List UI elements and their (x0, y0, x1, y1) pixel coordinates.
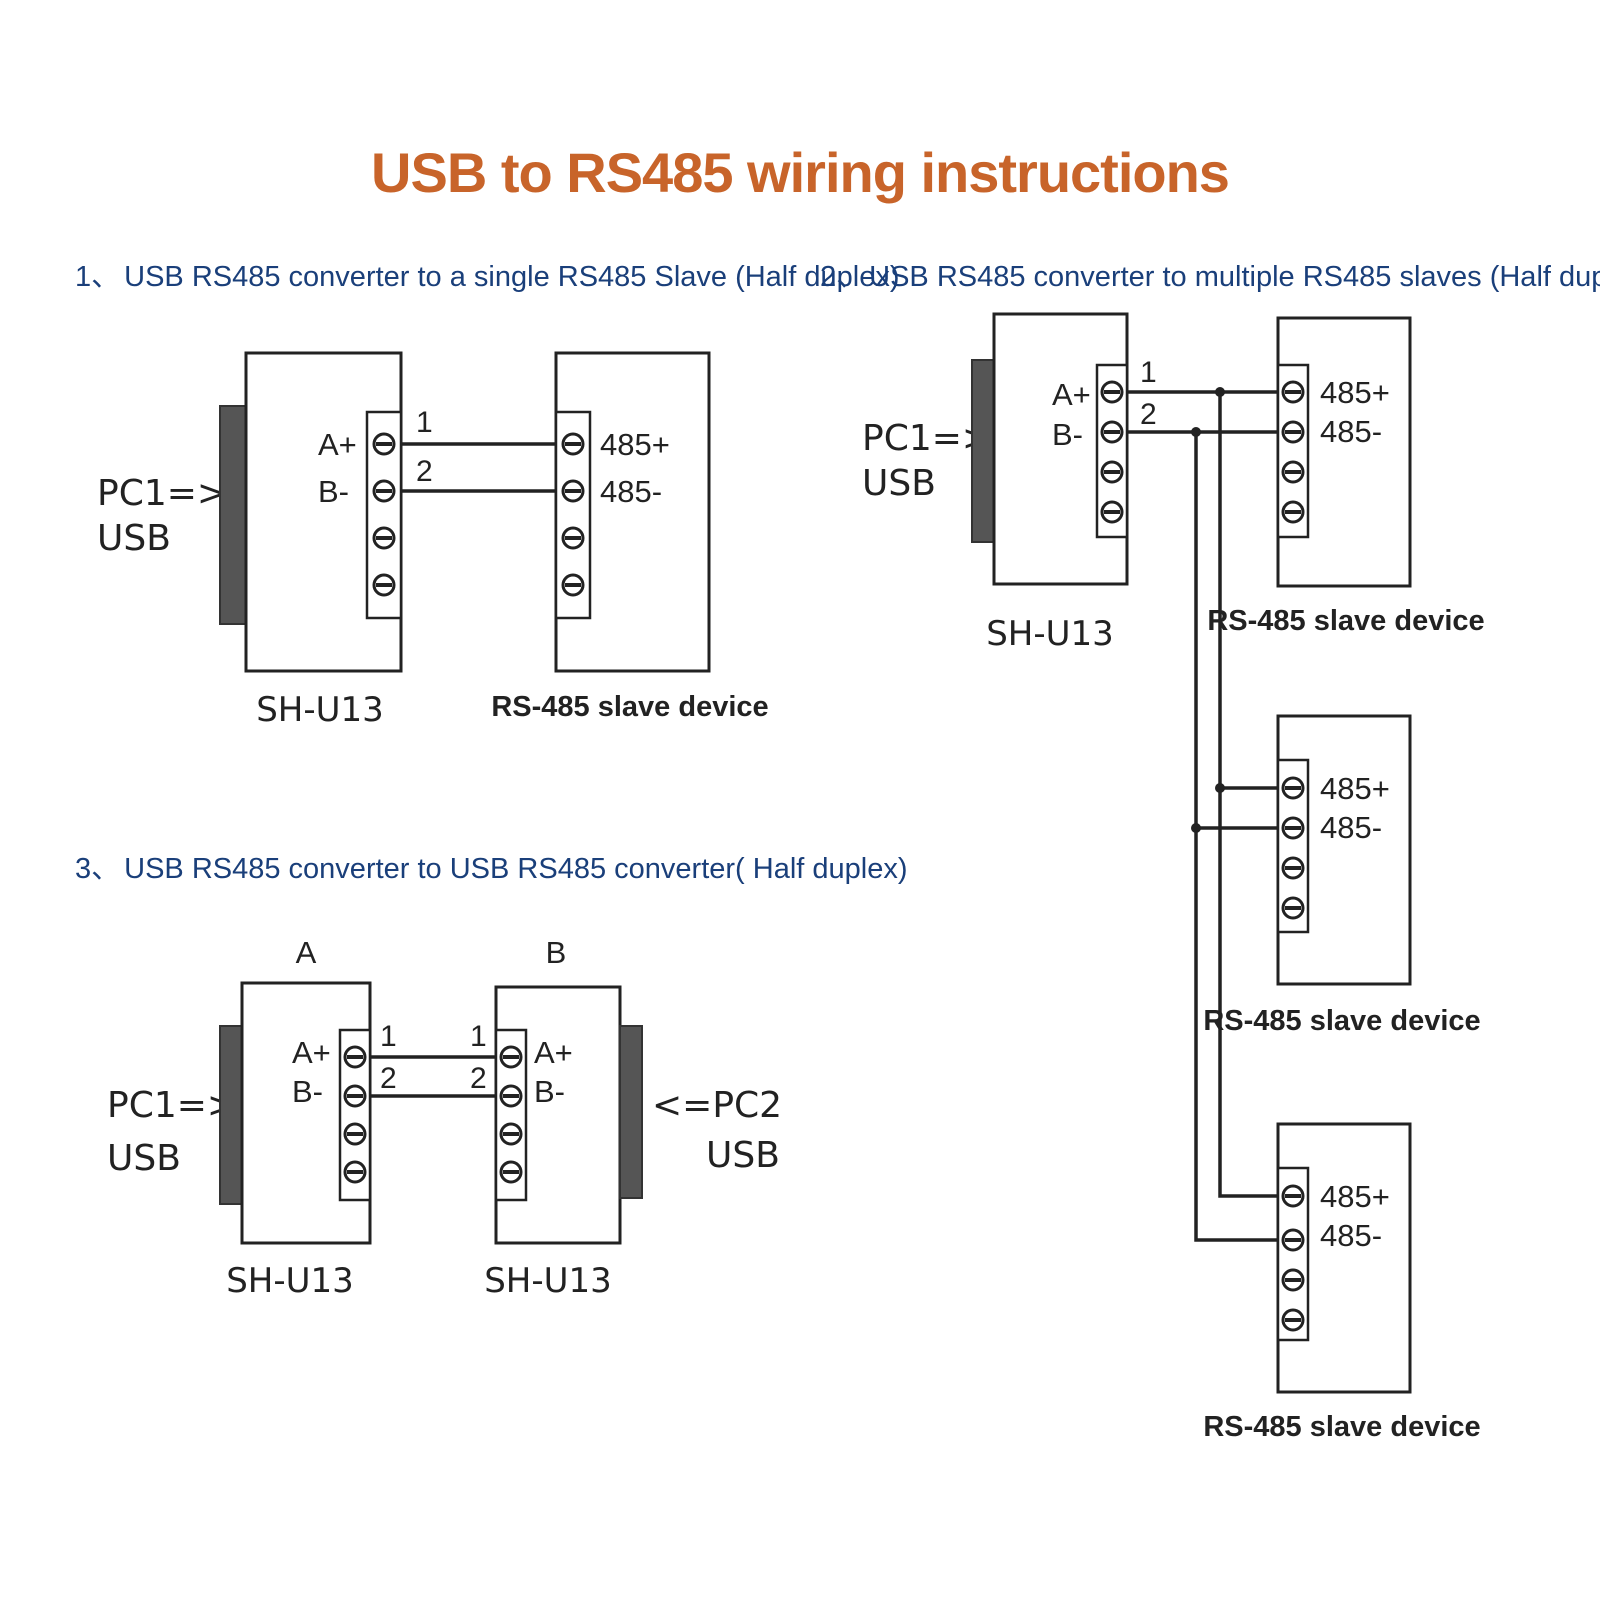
usb-connector-icon (219, 405, 247, 625)
wire-2-label: 2 (416, 455, 433, 488)
page-title: USB to RS485 wiring instructions (371, 141, 1230, 204)
side-a-label: A (296, 935, 317, 970)
screw-terminal-icon (1281, 380, 1305, 524)
junction-dot (1215, 387, 1225, 397)
junction-dot (1215, 783, 1225, 793)
wire-2-label: 2 (1140, 398, 1157, 431)
pin-485p-label: 485+ (600, 427, 670, 462)
pin-485n-label: 485- (1320, 414, 1382, 449)
section-3-diagram: A B PC1=> USB A+ B- SH-U13 1 2 1 2 A+ B-… (107, 935, 782, 1301)
pin-b-label: B- (318, 474, 349, 509)
converter-model-label: SH-U13 (256, 690, 384, 730)
pin-485n-label: 485- (1320, 1218, 1382, 1253)
pin-b-label: B- (534, 1074, 565, 1109)
screw-terminal-icon (372, 432, 396, 597)
screw-terminal-icon (343, 1045, 367, 1184)
pin-485n-label: 485- (1320, 810, 1382, 845)
pin-a-label: A+ (292, 1035, 331, 1070)
wire-1-label: 1 (470, 1020, 487, 1053)
pin-a-label: A+ (534, 1035, 573, 1070)
wire-2-label: 2 (380, 1062, 397, 1095)
pin-485p-label: 485+ (1320, 771, 1390, 806)
usb-connector-icon (619, 1025, 643, 1199)
screw-terminal-icon (1100, 380, 1124, 524)
section-1-diagram: PC1=> USB A+ B- SH-U13 1 2 485+ 485- RS-… (97, 351, 769, 730)
wire-1-label: 1 (416, 406, 433, 439)
junction-dot (1191, 427, 1201, 437)
pin-485p-label: 485+ (1320, 1179, 1390, 1214)
slave-device-label: RS-485 slave device (491, 691, 768, 723)
usb-label: USB (862, 463, 936, 504)
section-2-diagram: PC1=> USB A+ B- SH-U13 1 2 485+ 485- RS-… (862, 312, 1485, 1443)
usb-connector-icon (971, 359, 995, 543)
side-b-label: B (546, 935, 567, 970)
usb-label: USB (97, 518, 171, 559)
screw-terminal-icon (499, 1045, 523, 1184)
junction-dot (1191, 823, 1201, 833)
pin-b-label: B- (292, 1074, 323, 1109)
usb-connector-icon (219, 1025, 243, 1205)
slave-device-label: RS-485 slave device (1207, 605, 1484, 637)
wire-2-label: 2 (470, 1062, 487, 1095)
bus-line-b (1194, 432, 1278, 1242)
screw-terminal-icon (1281, 776, 1305, 920)
pin-485n-label: 485- (600, 474, 662, 509)
section-3-heading: 3、USB RS485 converter to USB RS485 conve… (75, 853, 908, 885)
pc2-label: <=PC2 (652, 1085, 782, 1126)
pc1-label: PC1=> (862, 418, 992, 459)
screw-terminal-icon (561, 432, 585, 597)
usb-label: USB (107, 1138, 181, 1179)
converter-model-label: SH-U13 (986, 614, 1114, 654)
converter-model-label: SH-U13 (226, 1261, 354, 1301)
section-2-heading: 2、USB RS485 converter to multiple RS485 … (820, 261, 1600, 293)
pin-a-label: A+ (1052, 377, 1091, 412)
pin-a-label: A+ (318, 427, 357, 462)
bus-line-a (1218, 392, 1278, 1198)
converter-model-label: SH-U13 (484, 1261, 612, 1301)
wire-1-label: 1 (380, 1020, 397, 1053)
screw-terminal-icon (1281, 1184, 1305, 1332)
pin-b-label: B- (1052, 417, 1083, 452)
wire-1-label: 1 (1140, 356, 1157, 389)
usb-label: USB (706, 1135, 780, 1176)
pc1-label: PC1=> (107, 1085, 237, 1126)
pin-485p-label: 485+ (1320, 375, 1390, 410)
pc1-label: PC1=> (97, 473, 227, 514)
section-1-heading: 1、USB RS485 converter to a single RS485 … (75, 261, 899, 293)
slave-device-label: RS-485 slave device (1203, 1411, 1480, 1443)
slave-device-label: RS-485 slave device (1203, 1005, 1480, 1037)
